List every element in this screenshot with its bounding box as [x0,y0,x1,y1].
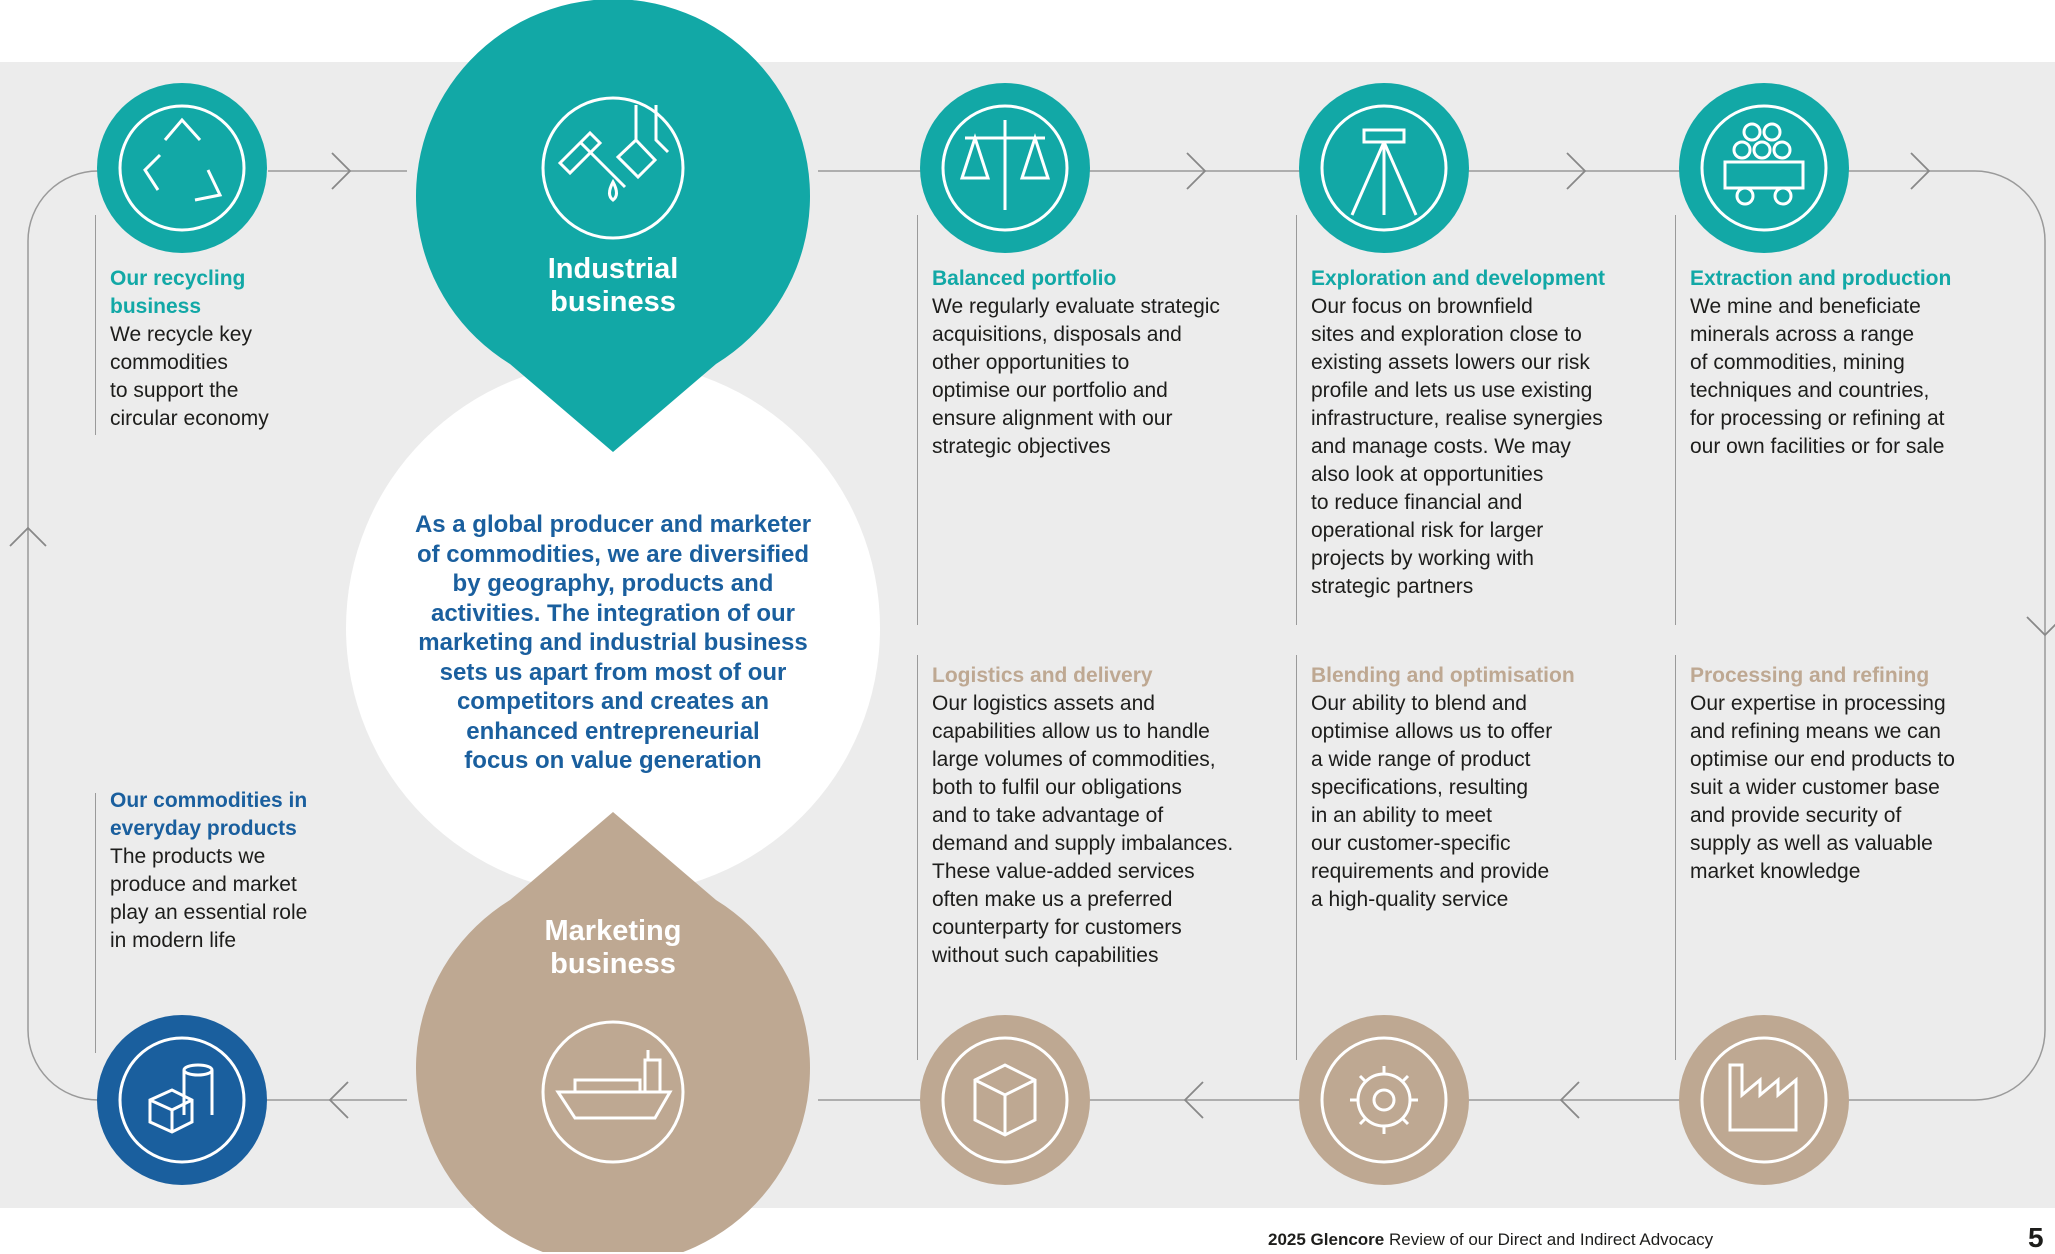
arrow-left-icon [1183,1081,1204,1119]
stage-title: Extraction and production [1690,267,1952,290]
arrow-right-icon [1186,152,1207,190]
flow-line-left [27,170,99,1101]
arrow-up-icon [9,526,47,547]
stage-title: Blending and optimisation [1311,664,1575,687]
divider-line [1675,215,1676,625]
scales-icon [920,83,1090,253]
arrow-left-icon [328,1081,349,1119]
recycle-icon [97,83,267,253]
stage-title: business [110,295,202,318]
arrow-right-icon [1566,152,1587,190]
divider-line [1296,655,1297,1060]
stage-blending: Blending and optimisation Our ability to… [1311,662,1671,914]
package-box-icon [920,1015,1090,1185]
divider-line [917,655,918,1060]
stage-title: Balanced portfolio [932,267,1117,290]
divider-line [95,793,96,1053]
gear-icon [1299,1015,1469,1185]
arrow-down-icon [2026,616,2055,637]
stage-recycling: Our recycling business We recycle key co… [110,265,360,433]
divider-line [1296,215,1297,625]
arrow-left-icon [1559,1081,1580,1119]
industrial-business-bubble [416,0,810,452]
stage-title: Logistics and delivery [932,664,1153,687]
arrow-right-icon [331,152,352,190]
stage-logistics: Logistics and delivery Our logistics ass… [932,662,1292,970]
factory-icon [1679,1015,1849,1185]
cargo-ship-icon [541,1020,685,1164]
arrow-right-icon [1910,152,1931,190]
footer-caption: 2025 Glencore Review of our Direct and I… [1268,1230,1714,1249]
stage-title: Our commodities in [110,789,308,812]
hammer-and-ladle-icon [541,96,685,240]
stage-title: everyday products [110,817,297,840]
stage-extraction: Extraction and production We mine and be… [1690,265,2045,461]
stage-exploration: Exploration and development Our focus on… [1311,265,1671,601]
center-statement: As a global producer and marketer of com… [414,511,812,774]
stage-processing: Processing and refining Our expertise in… [1690,662,2045,886]
stage-balanced-portfolio: Balanced portfolio We regularly evaluate… [932,265,1292,461]
diagram-background [0,62,2055,1208]
flow-line-right [1974,241,2046,1101]
stage-title: Processing and refining [1690,664,1930,687]
stage-title: Our recycling [110,267,246,290]
mine-cart-icon [1679,83,1849,253]
marketing-business-bubble [416,812,810,1252]
page-number: 5 [2028,1222,2044,1253]
divider-line [917,215,918,625]
stage-everyday-products: Our commodities in everyday products The… [110,787,360,955]
flow-line-top-2 [818,170,2046,242]
center-circle [346,361,880,895]
stage-title: Exploration and development [1311,267,1606,290]
divider-line [95,215,96,435]
divider-line [1675,655,1676,1060]
survey-tripod-icon [1299,83,1469,253]
barrels-and-boxes-icon [97,1015,267,1185]
